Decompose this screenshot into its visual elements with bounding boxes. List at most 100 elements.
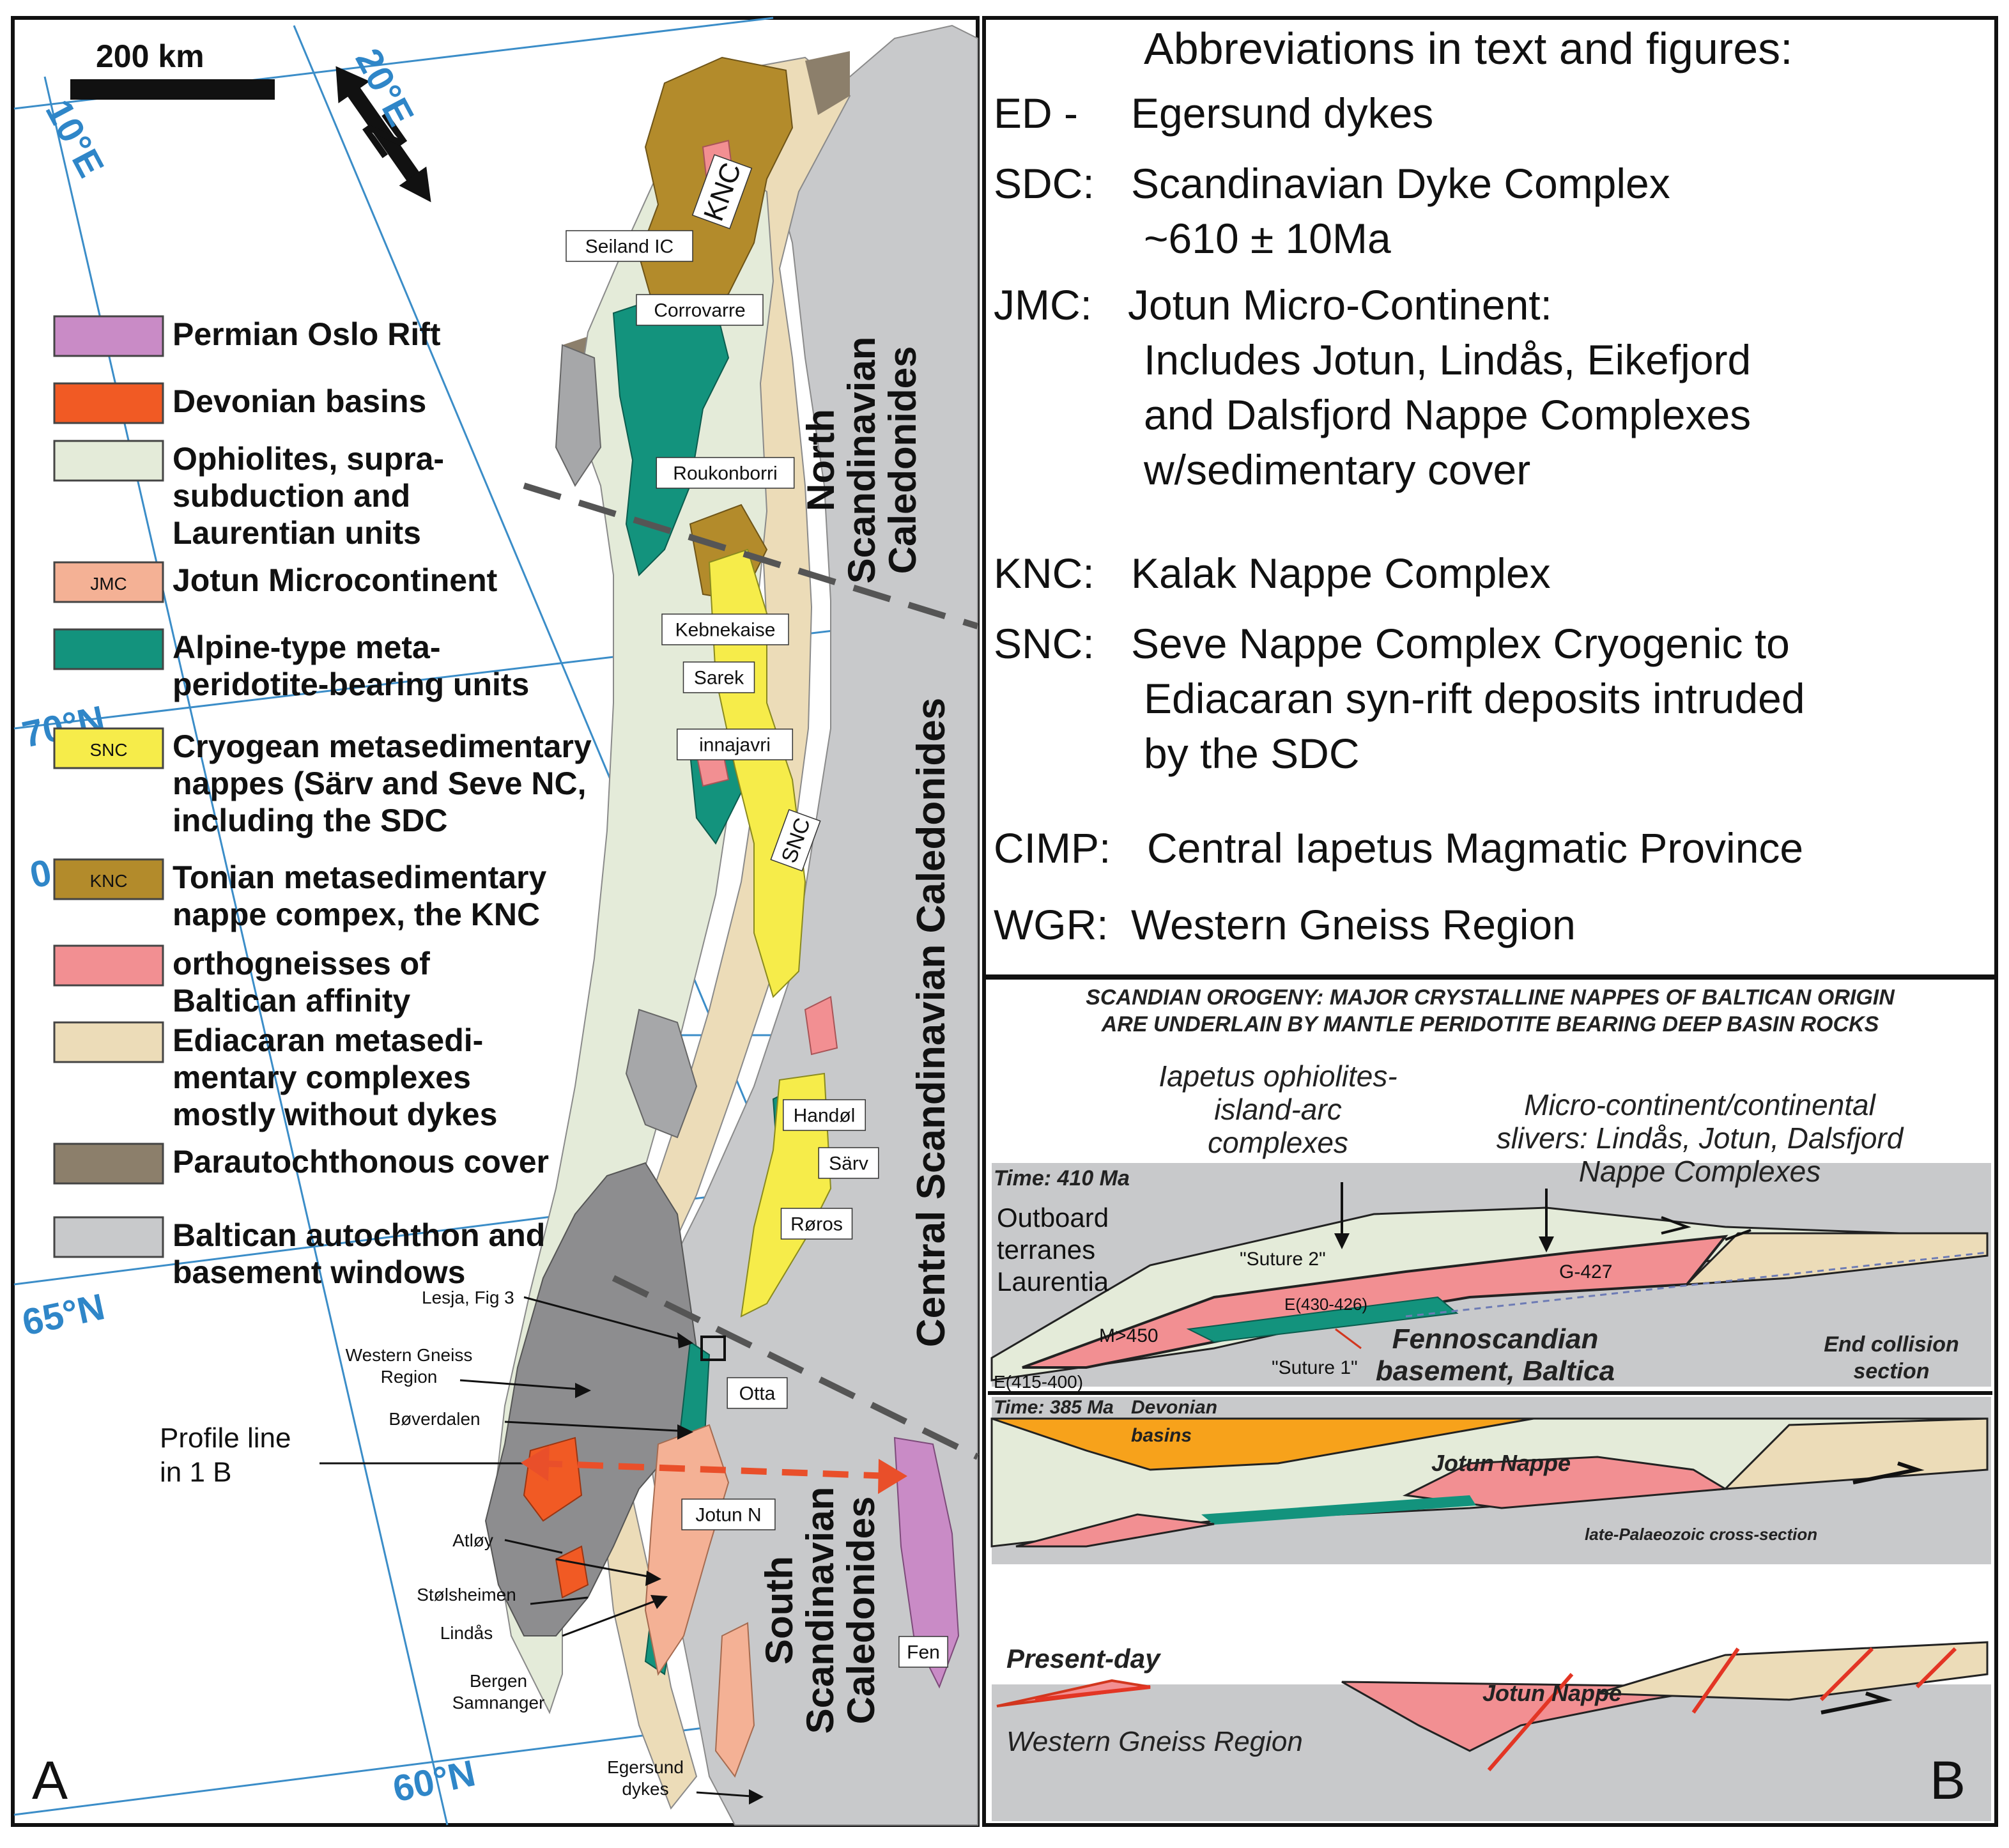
svg-text:Sarek: Sarek (694, 668, 744, 689)
legend-swatch-tag: JMC (90, 574, 127, 594)
north-scandinavian-caledonides-label: NorthScandinavianCaledonides (799, 337, 924, 584)
jotun-microcontinent-area (644, 1424, 730, 1676)
panel-b-letter: B (1930, 1750, 1966, 1810)
callout-atloy: Atløy (452, 1530, 493, 1550)
svg-text:Roukonborri: Roukonborri (673, 463, 777, 484)
legend-label: Devonian basins (173, 383, 426, 419)
lesja-locator-box (700, 1336, 726, 1361)
callout-stolsheimen: Stølsheimen (417, 1585, 516, 1605)
abbr-text: ~610 ± 10Ma (1144, 215, 1391, 262)
legend-label: Alpine-type meta-peridotite-bearing unit… (173, 629, 529, 702)
svg-text:SouthScandinavianCaledonides: SouthScandinavianCaledonides (758, 1487, 882, 1734)
time-385: Time: 385 Ma (994, 1397, 1114, 1418)
e430-label: E(430-426) (1284, 1295, 1367, 1314)
oslo-rift-area (893, 1436, 960, 1689)
abbreviations-frame (982, 16, 1998, 978)
devonian-basin (555, 1545, 589, 1599)
svg-text:Seiland IC: Seiland IC (585, 236, 674, 258)
legend-label: Parautochthonous cover (173, 1144, 549, 1180)
jotun-nappe-385 (1402, 1456, 1728, 1509)
place-label-knc: KNC (691, 154, 753, 229)
thrust-arrow-present (1820, 1691, 1893, 1714)
baltican-window (625, 1008, 698, 1139)
legend-swatch (53, 1216, 164, 1258)
wgr-present-label: Western Gneiss Region (1006, 1726, 1303, 1757)
panel-b: SCANDIAN OROGENY: MAJOR CRYSTALLINE NAPP… (982, 976, 1998, 1827)
callout-boverdalen: Bøverdalen (389, 1409, 480, 1429)
basement-dashed-line (1405, 1251, 1988, 1318)
jotun-microcontinent-area (714, 1622, 755, 1778)
micro-continent-slivers (1022, 1235, 1728, 1369)
abbr-code: SDC: (994, 160, 1095, 207)
legend-label: Jotun Microcontinent (173, 562, 498, 598)
abbr-text: w/sedimentary cover (1143, 446, 1530, 493)
callout-arrows (319, 1296, 761, 1798)
callout-lindas: Lindås (440, 1623, 493, 1643)
legend-swatch-tag: KNC (89, 871, 127, 891)
time-410: Time: 410 Ma (994, 1166, 1130, 1190)
abbr-code: ED - (994, 89, 1078, 137)
legend-item: Permian Oslo Rift (53, 315, 441, 357)
abbr-text: Includes Jotun, Lindås, Eikefjord (1144, 336, 1751, 383)
micro-pointer-head (1539, 1236, 1554, 1252)
profile-arrowhead-west (521, 1445, 550, 1481)
abbr-text: Kalak Nappe Complex (1131, 550, 1551, 597)
panel-a: 200 km N 10°E 20°E 70°N 0 65°N 60°N Perm… (11, 16, 980, 1827)
svg-text:NorthScandinavianCaledonides: NorthScandinavianCaledonides (799, 337, 924, 584)
e415-label: E(415-400) (994, 1372, 1083, 1392)
abbreviations-panel: Abbreviations in text and figures: ED -E… (982, 16, 1998, 978)
profile-arrowhead-east (878, 1459, 907, 1494)
abbr-code: SNC: (994, 620, 1095, 667)
legend-swatch (53, 440, 164, 482)
south-scandinavian-caledonides-label: SouthScandinavianCaledonides (758, 1487, 882, 1734)
place-label-fen: Fen (898, 1636, 948, 1668)
place-label-sarv: Särv (818, 1147, 879, 1179)
legend-label: Permian Oslo Rift (173, 316, 441, 352)
legend-swatch (53, 1021, 164, 1063)
abbr-text: Seve Nappe Complex Cryogenic to (1131, 620, 1790, 667)
legend-swatch (53, 858, 164, 900)
m450-label: M>450 (1099, 1325, 1158, 1346)
thrust-arrow (1725, 1229, 1751, 1241)
orthogneiss-patch (804, 996, 838, 1056)
legend-item: Devonian basins (53, 382, 426, 424)
present-day-label: Present-day (1006, 1644, 1162, 1674)
lower-wedge-385 (1015, 1513, 1215, 1548)
place-label-sarek: Sarek (682, 661, 755, 693)
place-label-roukonborri: Roukonborri (656, 457, 795, 489)
jotun-nappe-385-label: Jotun Nappe (1431, 1450, 1571, 1476)
callout-lesja: Lesja, Fig 3 (422, 1288, 514, 1307)
place-label-roros: Røros (780, 1208, 853, 1240)
panel-a-letter: A (32, 1750, 68, 1810)
legend-swatch (53, 727, 164, 769)
abbr-text: Central Iapetus Magmatic Province (1147, 824, 1803, 872)
snc-area (708, 548, 806, 998)
cover-present (1597, 1641, 1989, 1701)
peridotite-385 (1201, 1495, 1476, 1525)
faults-present (1035, 1647, 1957, 1771)
legend-swatch (53, 561, 164, 603)
peridotite-wedge (1186, 1296, 1459, 1343)
svg-text:Kebnekaise: Kebnekaise (675, 620, 776, 641)
scale-bar (70, 79, 275, 100)
place-label-handol: Handøl (783, 1099, 866, 1131)
abbr-code: JMC: (994, 281, 1092, 328)
legend-swatch (53, 1143, 164, 1185)
svg-text:Otta: Otta (739, 1383, 776, 1405)
svg-text:Fen: Fen (907, 1642, 940, 1663)
svg-text:Røros: Røros (790, 1214, 843, 1235)
